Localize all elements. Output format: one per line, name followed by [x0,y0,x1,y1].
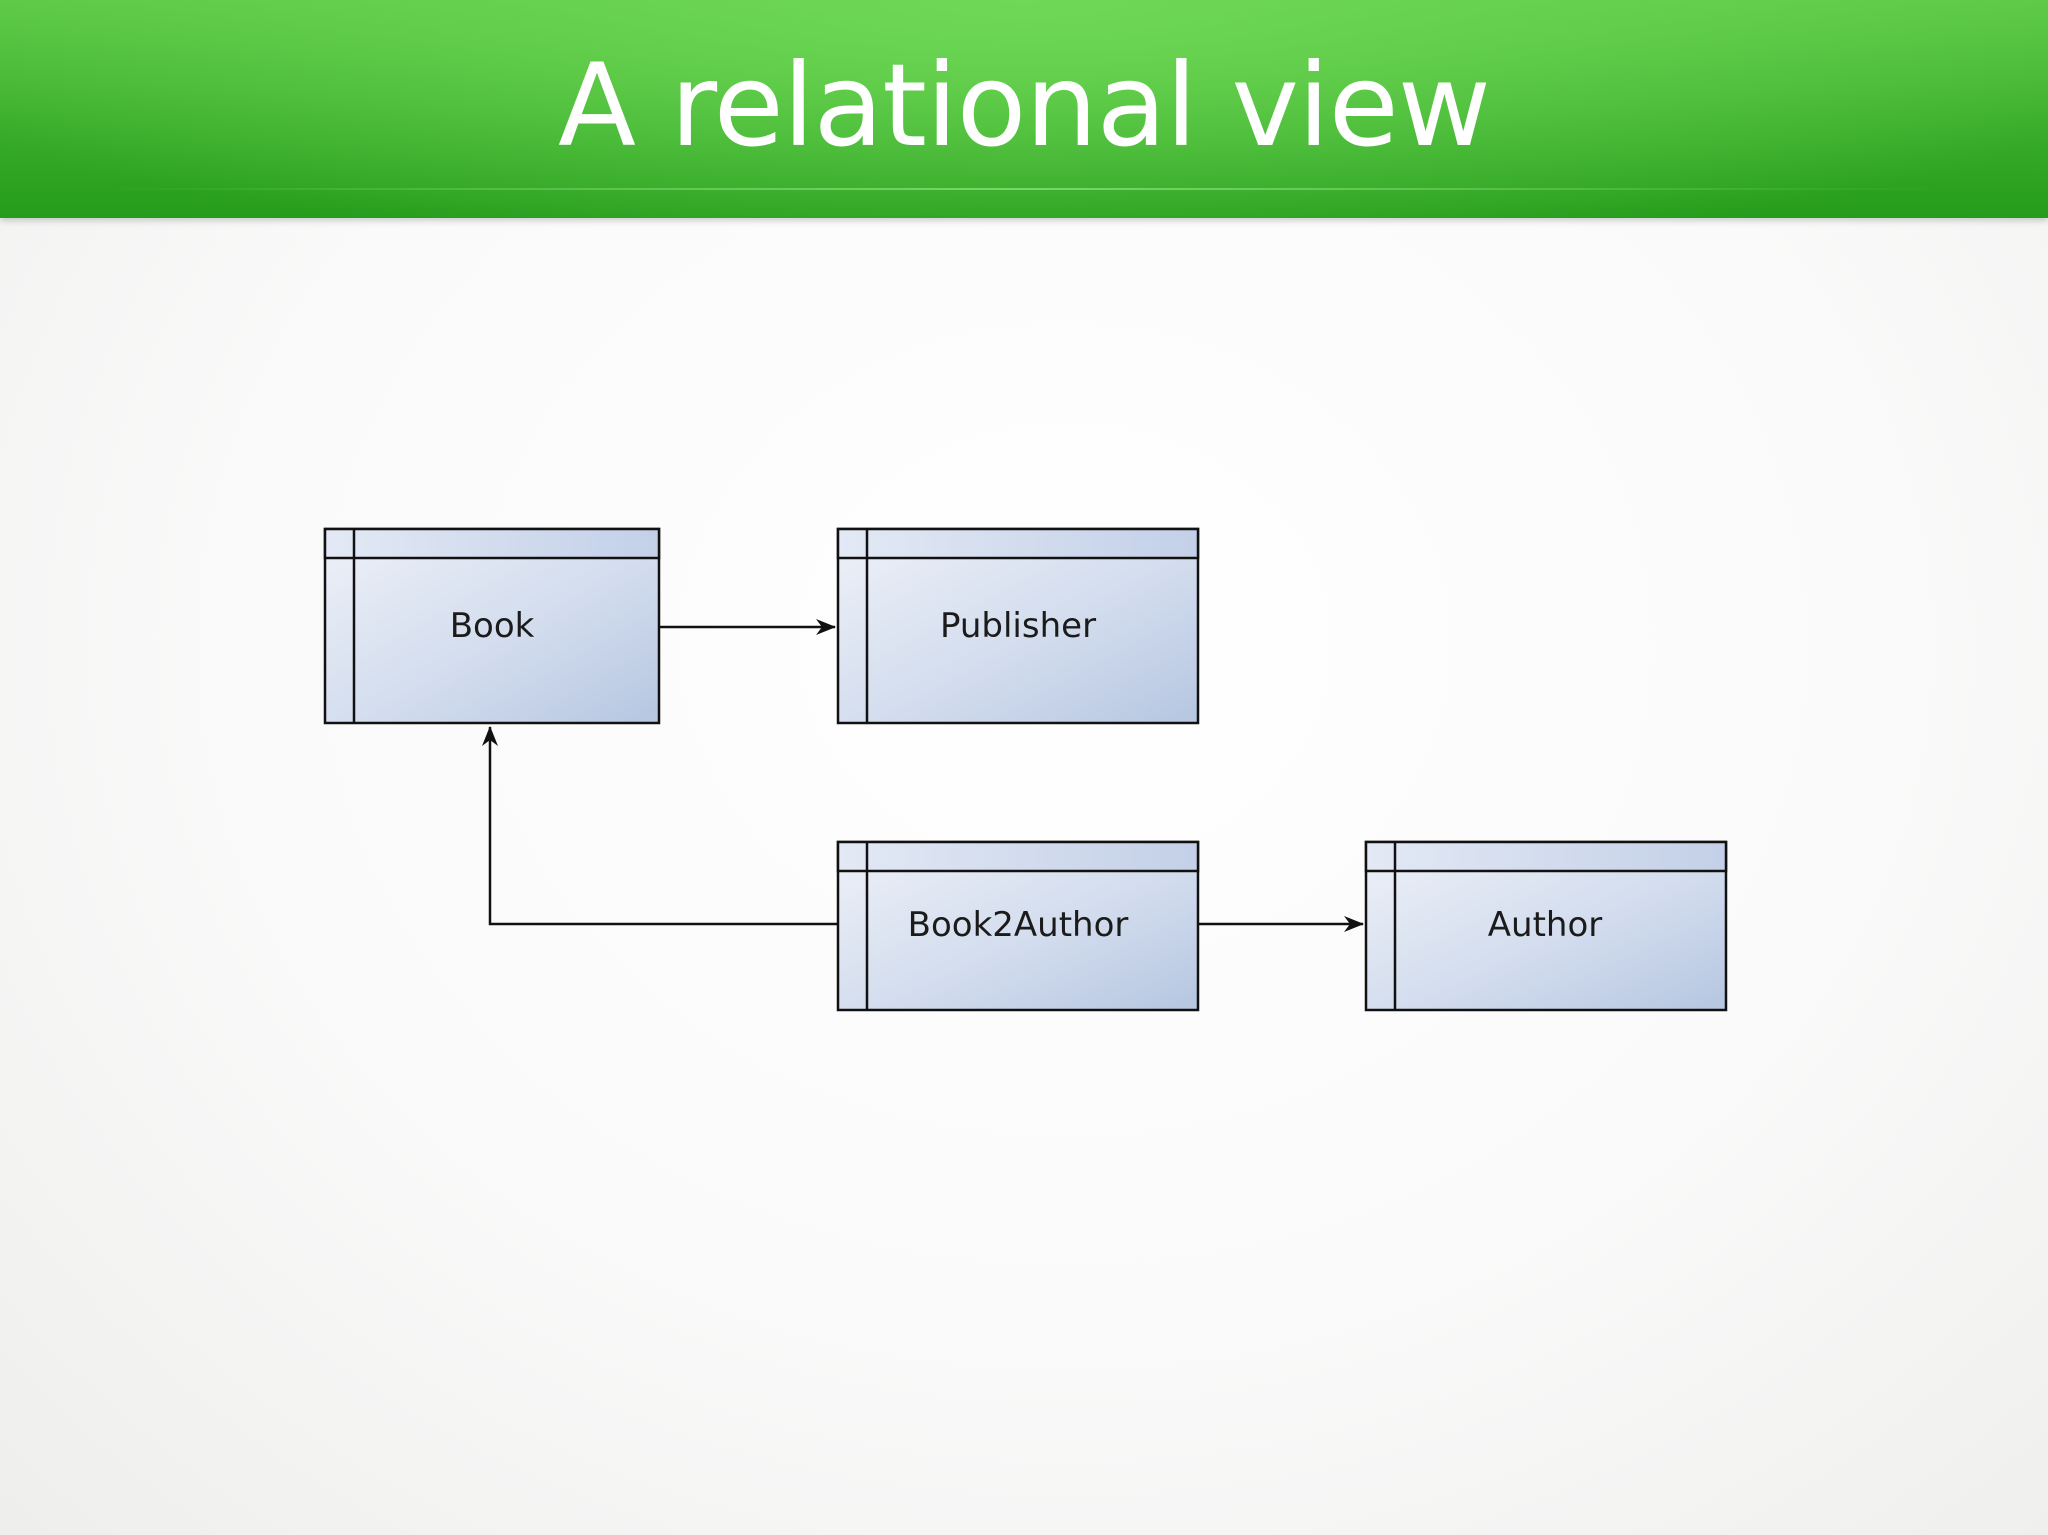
entity-author: Author [1364,840,1728,1012]
entity-book-label: Book [450,606,535,646]
entity-publisher-label: Publisher [940,606,1096,646]
entity-book2author-label: Book2Author [908,905,1129,945]
relation-book2author-book [482,726,838,926]
title-bar: A relational view [0,0,2048,218]
entity-publisher: Publisher [836,527,1200,725]
entity-book: Book [323,527,661,725]
entity-book2author: Book2Author [836,840,1200,1012]
slide-title: A relational view [558,39,1491,172]
entity-author-label: Author [1488,905,1602,945]
